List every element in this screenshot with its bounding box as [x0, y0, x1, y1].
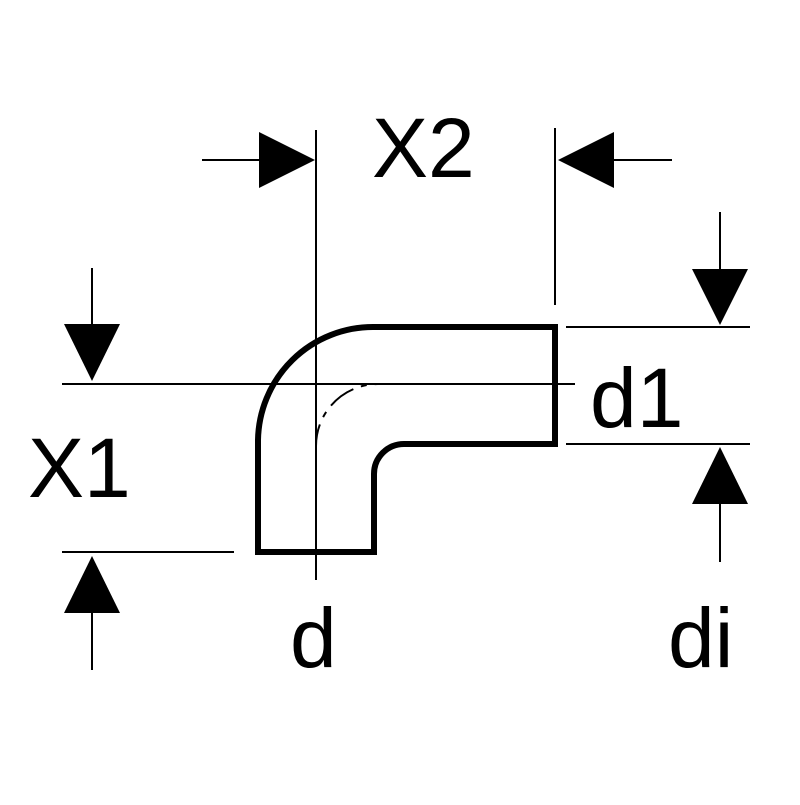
- elbow-outline: [255, 324, 558, 555]
- dimension-label-d1: d1: [590, 351, 684, 445]
- arrowhead-x2-right: [558, 132, 614, 188]
- arrowhead-x1-top: [64, 324, 120, 381]
- centerline: [315, 383, 556, 552]
- dimension-label-d: d: [290, 591, 337, 685]
- dimension-label-di: di: [668, 591, 734, 685]
- arrowhead-x1-bottom: [64, 556, 120, 613]
- dimension-label-x1: X1: [28, 421, 131, 515]
- arrowhead-di-top: [692, 269, 748, 325]
- arrowhead-x2-left: [259, 132, 315, 188]
- arrowhead-di-bottom: [692, 447, 748, 504]
- dimension-label-x2: X2: [372, 101, 475, 195]
